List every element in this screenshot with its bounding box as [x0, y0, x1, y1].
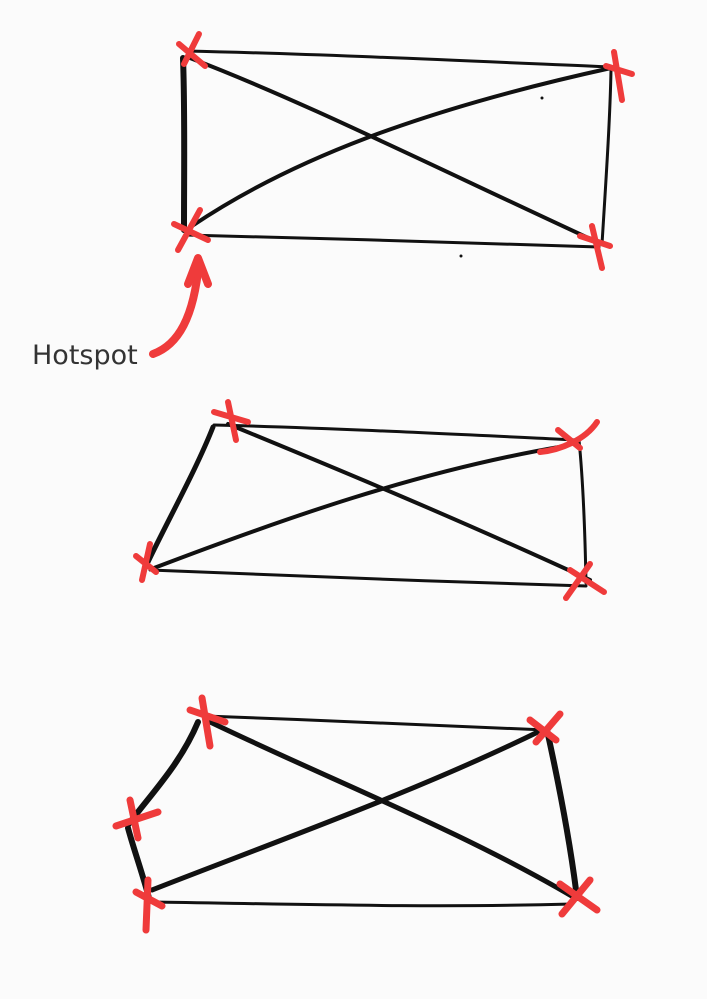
- x-mark-icon: [186, 694, 229, 750]
- figure-rectangle: [171, 31, 635, 271]
- x-mark-icon: [176, 31, 208, 69]
- hotspot-label: Hotspot: [32, 340, 138, 371]
- trapezoid-markers: [133, 399, 607, 601]
- curved-arrow-icon: [149, 254, 212, 358]
- figure-pentagon: [112, 694, 601, 934]
- x-mark-icon: [603, 49, 635, 103]
- trapezoid-bottom-edge: [148, 568, 588, 588]
- trapezoid-top-edge: [212, 423, 579, 442]
- x-mark-icon: [112, 796, 162, 842]
- trapezoid-right-edge: [577, 438, 588, 585]
- pentagon-right-edge: [544, 727, 580, 901]
- pentagon-diagonal-a: [203, 717, 578, 901]
- x-mark-icon: [211, 399, 251, 443]
- rectangle-top-edge: [184, 49, 613, 69]
- ink-dot: [459, 254, 463, 258]
- x-mark-icon: [133, 541, 159, 583]
- rectangle-markers: [171, 31, 635, 271]
- rectangle-outline: [180, 49, 613, 249]
- pentagon-left-upper-edge: [125, 719, 201, 828]
- x-mark-icon: [132, 876, 166, 934]
- figure-trapezoid: [133, 399, 607, 601]
- rectangle-bottom-edge: [184, 233, 601, 249]
- trapezoid-diagonal-a: [226, 422, 592, 582]
- x-mark-icon: [171, 207, 211, 253]
- trapezoid-diagonal-b: [152, 444, 567, 570]
- x-mark-icon: [537, 419, 600, 455]
- x-mark-icon: [526, 710, 564, 746]
- rectangle-diagonal-b: [190, 66, 613, 228]
- rectangle-left-edge: [180, 55, 188, 233]
- pentagon-bottom-edge: [150, 900, 574, 908]
- trapezoid-outline: [145, 422, 592, 588]
- pentagon-diagonal-b: [149, 727, 545, 893]
- x-mark-icon: [563, 561, 607, 601]
- pentagon-top-edge: [203, 714, 548, 732]
- pentagon-markers: [112, 694, 601, 934]
- pentagon-outline: [125, 714, 580, 908]
- x-mark-icon: [577, 223, 613, 271]
- ink-dot: [540, 96, 544, 100]
- x-mark-icon: [556, 876, 601, 918]
- rectangle-diagonal-a: [188, 56, 599, 244]
- trapezoid-left-edge: [145, 424, 216, 565]
- rectangle-right-edge: [600, 68, 613, 246]
